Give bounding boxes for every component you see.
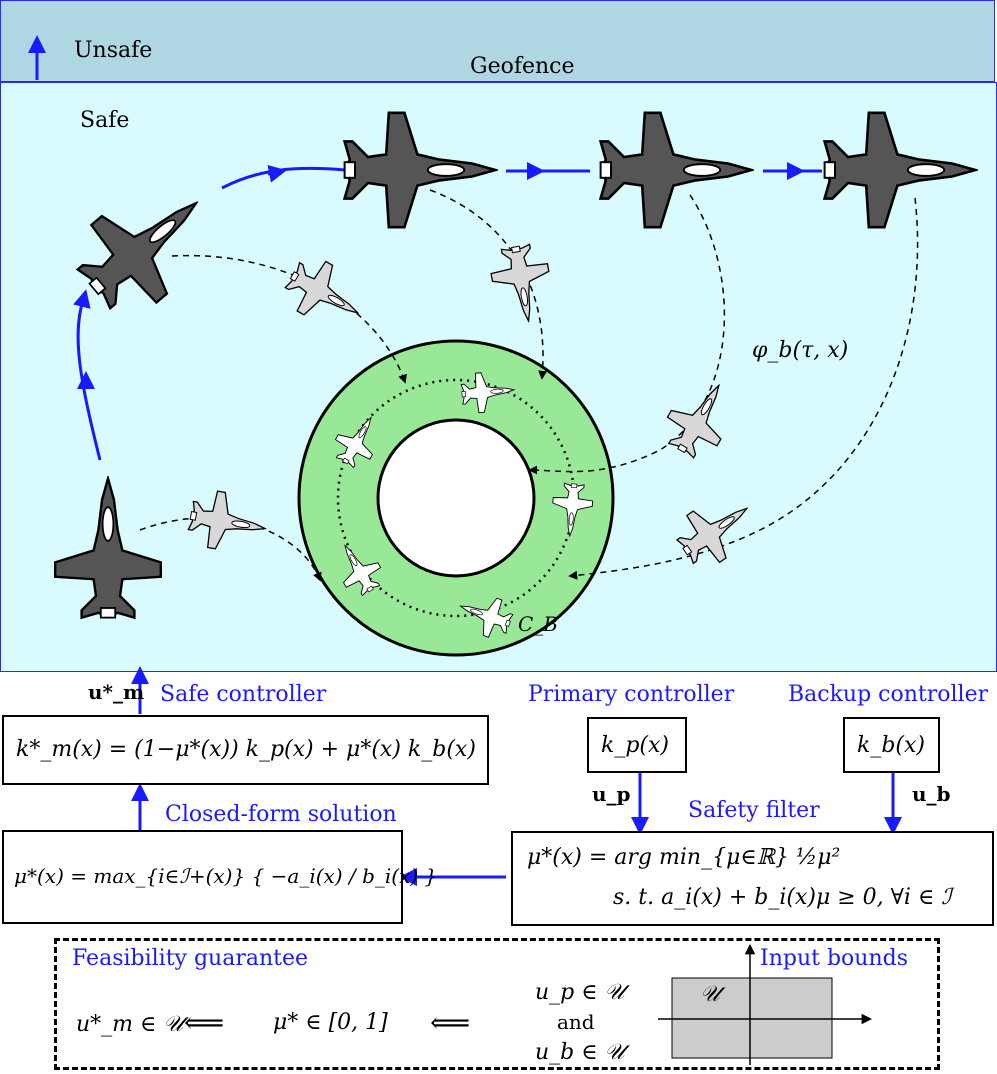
jet-backup-2 xyxy=(277,249,373,339)
unsafe-region xyxy=(0,0,995,82)
backup-set-label: C_B xyxy=(518,612,558,636)
feasibility-result: u*_m ∈ 𝒰 xyxy=(76,1012,184,1037)
primary-output-label: u_p xyxy=(592,782,631,806)
primary-controller-box: k_p(x) xyxy=(587,717,687,773)
primary-bound-condition: u_p ∈ 𝒰 xyxy=(535,980,625,1005)
backup-controller-title: Backup controller xyxy=(788,682,989,707)
input-bounds-title: Input bounds xyxy=(760,946,908,971)
unsafe-label: Unsafe xyxy=(74,38,153,63)
mu-range: μ* ∈ [0, 1] xyxy=(273,1010,388,1035)
jet-backup-3 xyxy=(486,241,558,327)
primary-trajectory-seg1 xyxy=(76,291,102,461)
input-bounds-set xyxy=(671,977,833,1059)
jet-primary-4 xyxy=(599,111,753,229)
safe-controller-title: Safe controller xyxy=(160,682,327,707)
safe-label: Safe xyxy=(80,108,130,133)
closed-form-box: μ*(x) = max_{i∈ℐ+(x)} { −a_i(x) / b_i(x)… xyxy=(2,830,437,924)
backup-trajectory-4 xyxy=(528,194,726,475)
closed-form-title: Closed-form solution xyxy=(165,802,397,827)
jet-primary-1 xyxy=(53,477,163,619)
jet-primary-3 xyxy=(343,111,497,229)
implies-left-symbol: ⟸ xyxy=(184,1006,225,1039)
safe-controller-formula: k*_m(x) = (1−μ*(x)) k_p(x) + μ*(x) k_b(x… xyxy=(16,737,476,762)
controller-arrows xyxy=(131,666,902,886)
implies-right-symbol: ⟸ xyxy=(430,1006,471,1039)
backup-controller-box: k_b(x) xyxy=(843,717,940,773)
backup-output-label: u_b xyxy=(912,782,951,806)
input-set-label: 𝒰 xyxy=(700,982,720,1007)
and-label: and xyxy=(557,1010,595,1034)
primary-trajectory-seg2 xyxy=(221,166,346,190)
safety-filter-line2: s. t. a_i(x) + b_i(x)μ ≥ 0, ∀i ∈ ℐ xyxy=(613,885,952,910)
ring-hole xyxy=(376,418,536,578)
jet-primary-2 xyxy=(60,163,230,329)
primary-controller-formula: k_p(x) xyxy=(601,733,669,758)
safety-filter-title: Safety filter xyxy=(688,798,820,823)
jet-backup-5 xyxy=(668,484,764,576)
backup-bound-condition: u_b ∈ 𝒰 xyxy=(535,1040,625,1065)
trajectory-diagram xyxy=(28,35,977,657)
safety-filter-box: μ*(x) = arg min_{μ∈ℝ} ½μ² s. t. a_i(x) +… xyxy=(511,831,994,926)
primary-controller-title: Primary controller xyxy=(528,682,735,707)
safe-output-label: u*_m xyxy=(88,680,145,704)
input-bounds-plot xyxy=(658,943,873,1065)
jet-backup-4 xyxy=(655,370,745,466)
closed-form-formula: μ*(x) = max_{i∈ℐ+(x)} { −a_i(x) / b_i(x)… xyxy=(14,864,438,888)
jet-primary-5 xyxy=(823,111,977,229)
backup-flow-label: φ_b(τ, x) xyxy=(752,338,849,363)
jet-backup-1 xyxy=(185,486,271,558)
backup-trajectory-2 xyxy=(171,254,407,384)
safety-filter-line1: μ*(x) = arg min_{μ∈ℝ} ½μ² xyxy=(527,845,841,870)
geofence-label: Geofence xyxy=(470,54,575,79)
backup-trajectory-5 xyxy=(568,197,919,580)
safe-controller-box: k*_m(x) = (1−μ*(x)) k_p(x) + μ*(x) k_b(x… xyxy=(2,715,489,785)
backup-controller-formula: k_b(x) xyxy=(857,733,925,758)
feasibility-title: Feasibility guarantee xyxy=(72,946,309,971)
feasibility-box xyxy=(54,938,940,1070)
